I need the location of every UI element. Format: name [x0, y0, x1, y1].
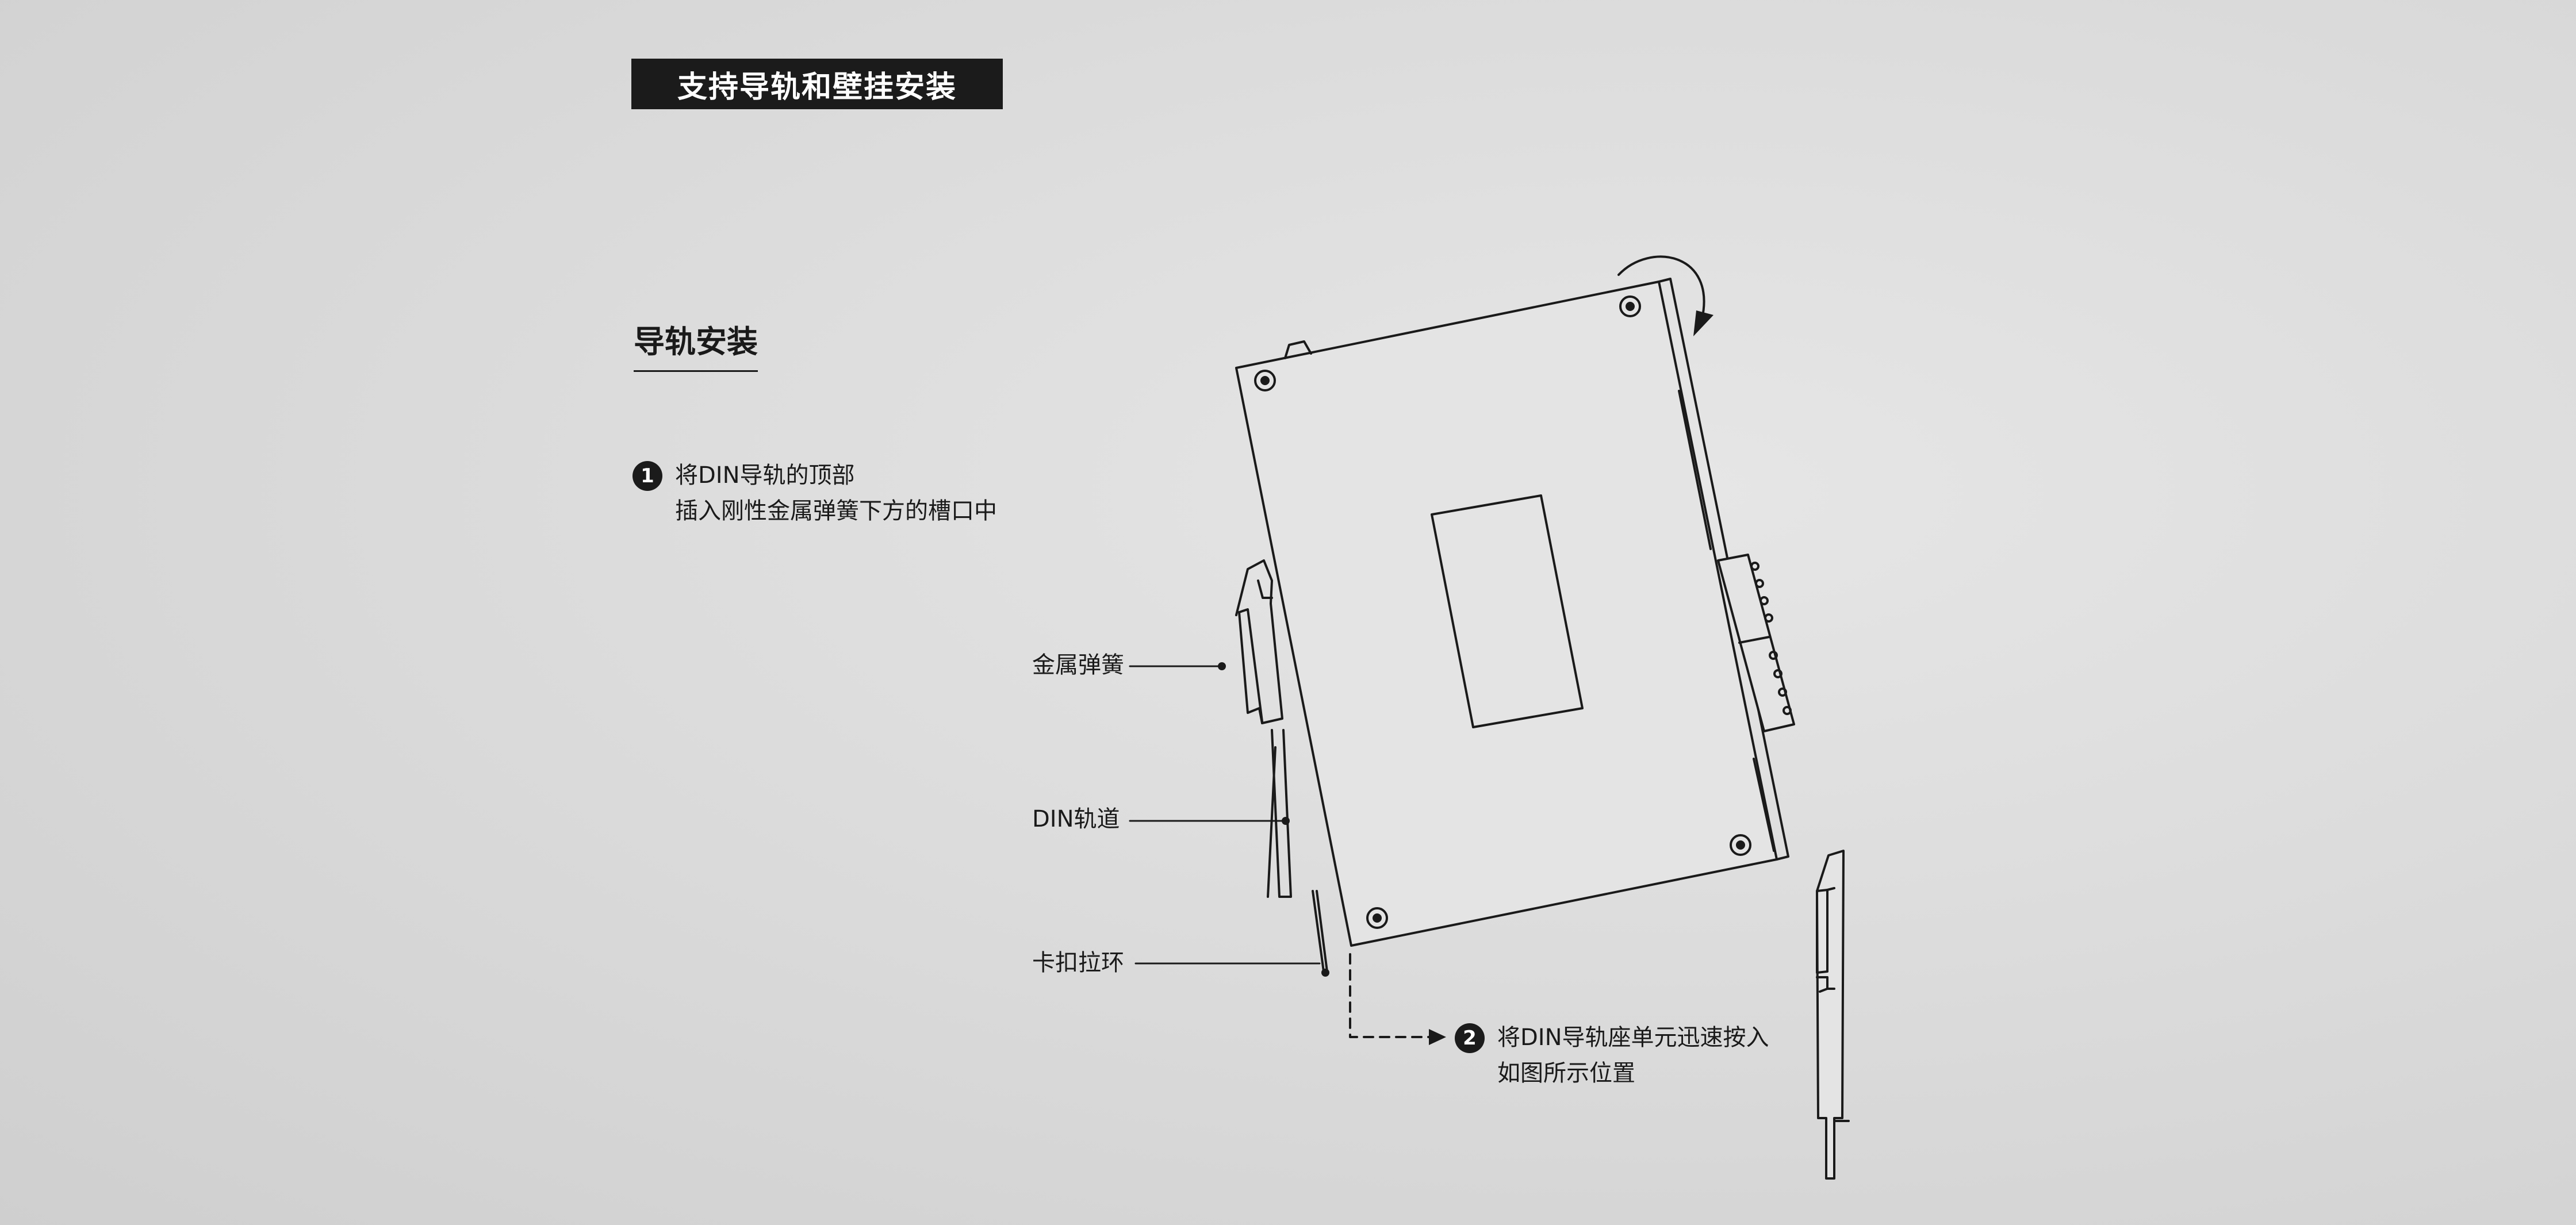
- device-label-window: [1431, 494, 1584, 728]
- device-body: [1235, 278, 1789, 947]
- page-title: 支持导轨和壁挂安装: [677, 70, 957, 105]
- screw-icon: [1730, 834, 1751, 856]
- step-1-text: 将DIN导轨的顶部 插入刚性金属弹簧下方的槽口中: [675, 458, 997, 529]
- pull-ring: [1312, 890, 1329, 977]
- rotate-arrow-icon: [1617, 255, 1713, 336]
- screw-icon: [1366, 907, 1388, 929]
- step-2: 2 将DIN导轨座单元迅速按入 如图所示位置: [1455, 1020, 1769, 1091]
- installed-side-view: [1816, 850, 1850, 1180]
- metal-spring-clip: [1235, 559, 1283, 724]
- step-2-number-badge: 2: [1455, 1023, 1485, 1053]
- callout-metal-spring: 金属弹簧: [1032, 652, 1124, 678]
- step-1: 1 将DIN导轨的顶部 插入刚性金属弹簧下方的槽口中: [632, 458, 997, 529]
- callout-din-rail: DIN轨道: [1032, 806, 1120, 832]
- step-1-number-badge: 1: [632, 461, 662, 491]
- page-title-banner: 支持导轨和壁挂安装: [631, 59, 1003, 109]
- callout-leaders: [1129, 665, 1321, 965]
- step-2-line-1: 将DIN导轨座单元迅速按入: [1497, 1024, 1769, 1051]
- section-title: 导轨安装: [634, 322, 758, 372]
- step-2-line-2: 如图所示位置: [1497, 1060, 1635, 1086]
- terminal-block: [1717, 554, 1795, 732]
- step-1-line-1: 将DIN导轨的顶部: [675, 462, 855, 489]
- dashed-arrow-icon: [1349, 953, 1446, 1045]
- step-2-text: 将DIN导轨座单元迅速按入 如图所示位置: [1497, 1020, 1769, 1091]
- callout-pull-ring: 卡扣拉环: [1032, 950, 1124, 976]
- screw-icon: [1619, 295, 1641, 317]
- screw-icon: [1254, 370, 1276, 391]
- din-rail-section: [1267, 729, 1292, 898]
- step-1-line-2: 插入刚性金属弹簧下方的槽口中: [675, 498, 997, 524]
